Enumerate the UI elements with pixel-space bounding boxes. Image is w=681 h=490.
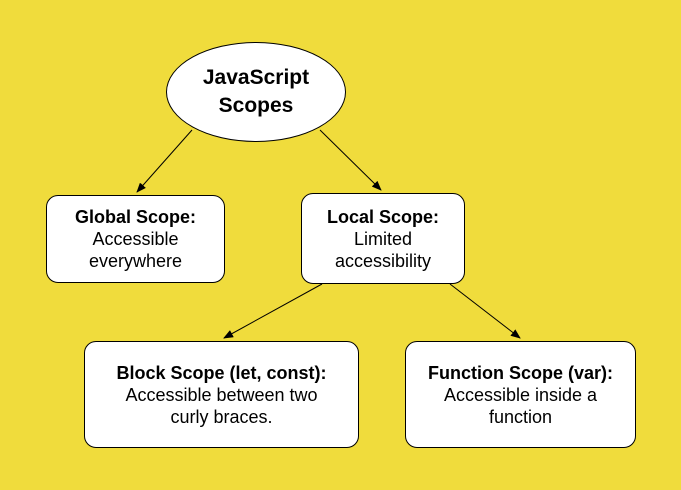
- global-scope-node: Global Scope: Accessible everywhere: [46, 195, 225, 283]
- global-scope-desc-line1: Accessible: [92, 229, 179, 249]
- function-scope-desc-line1: Accessible inside a: [443, 384, 598, 405]
- arrow-root-to-global: [136, 129, 193, 193]
- local-scope-node: Local Scope: Limited accessibility: [301, 193, 465, 284]
- arrow-local-to-block: [223, 283, 323, 339]
- block-scope-title: Block Scope (let, const):: [116, 362, 327, 383]
- global-scope-title: Global Scope:: [74, 207, 197, 227]
- function-scope-title: Function Scope (var):: [427, 362, 613, 383]
- function-scope-desc-line2: function: [488, 406, 553, 427]
- function-scope-node: Function Scope (var): Accessible inside …: [405, 341, 636, 448]
- local-scope-desc-line1: Limited: [353, 228, 413, 249]
- root-node-javascript-scopes: JavaScript Scopes: [166, 42, 346, 142]
- block-scope-node: Block Scope (let, const): Accessible bet…: [84, 341, 359, 448]
- arrow-local-to-function: [449, 283, 521, 339]
- global-scope-desc-line2: everywhere: [88, 251, 183, 271]
- local-scope-title: Local Scope:: [326, 206, 440, 227]
- block-scope-desc-line1: Accessible between two: [125, 384, 318, 405]
- root-title-line1: JavaScript: [202, 66, 310, 89]
- arrow-root-to-local: [319, 129, 382, 191]
- local-scope-desc-line2: accessibility: [334, 250, 432, 271]
- block-scope-desc-line2: curly braces.: [170, 406, 273, 427]
- root-title-line2: Scopes: [218, 94, 294, 117]
